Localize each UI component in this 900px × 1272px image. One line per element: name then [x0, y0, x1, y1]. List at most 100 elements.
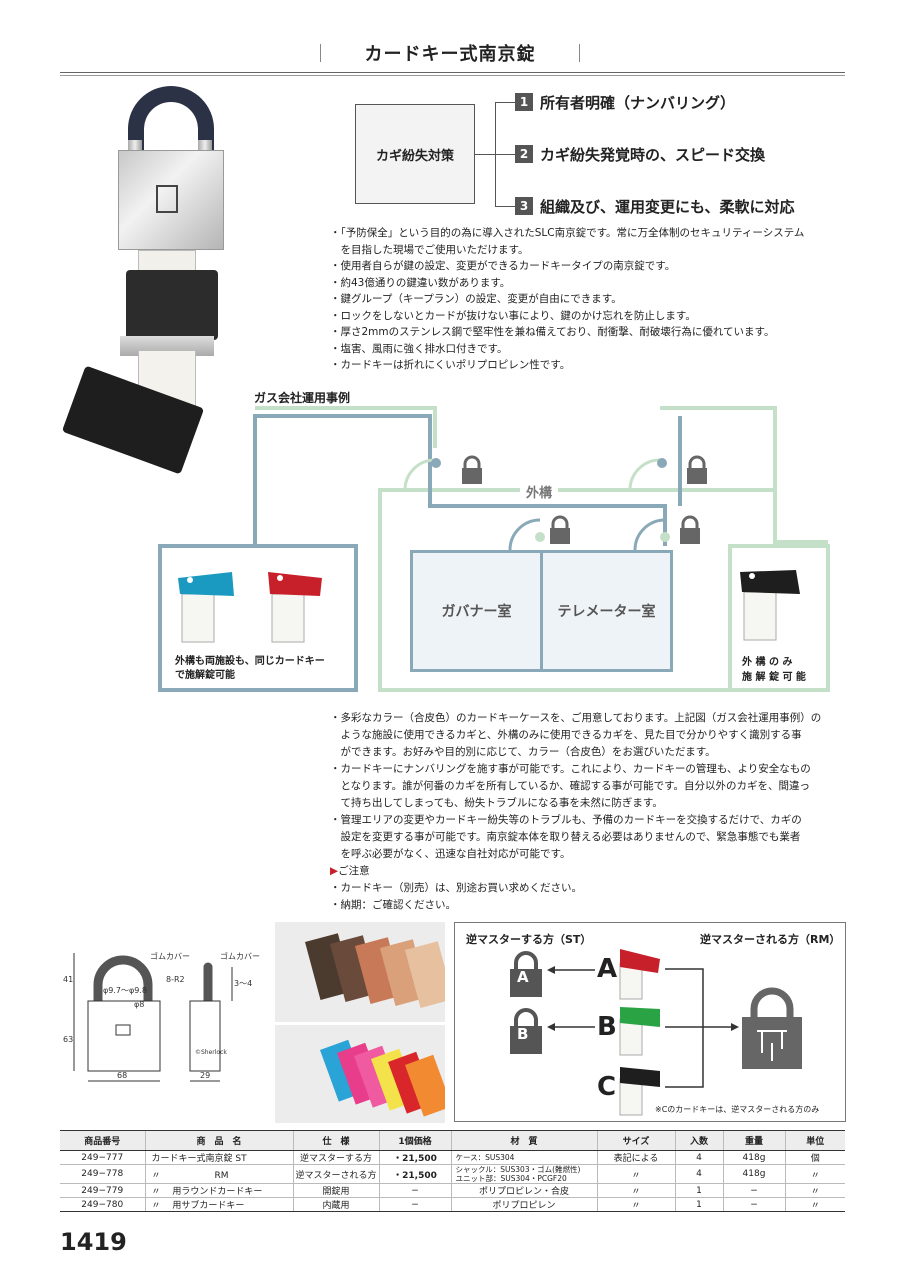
- rm-label: 逆マスターされる方（RM）: [700, 933, 841, 946]
- card-key-icon: [268, 572, 322, 643]
- right-caption-line: 外 構 の み: [742, 657, 793, 668]
- material-line: シャックル：SUS303・ゴム(難燃性): [455, 1165, 581, 1174]
- dim-width-29: 29: [200, 1071, 211, 1080]
- cell-weight: −: [722, 1197, 785, 1212]
- cell-spec: 逆マスターする方: [292, 1150, 379, 1165]
- dim-phi8: φ8: [134, 1000, 145, 1009]
- th-weight: 重量: [722, 1130, 785, 1151]
- left-caption-line: で施解錠可能: [175, 670, 235, 681]
- room-telemeter: テレメーター室: [540, 550, 673, 672]
- cell-material: ケース：SUS304: [450, 1150, 597, 1165]
- door-hinge: [660, 532, 670, 542]
- triangle-icon: ▶: [330, 865, 339, 877]
- feature-line: ・鍵グループ（キープラン）の設定、変更が自由にできます。: [330, 293, 622, 305]
- cell-unit: 〃: [784, 1197, 845, 1212]
- dim-height-63: 63: [63, 1035, 74, 1044]
- padlock-icon: [510, 951, 542, 997]
- cell-name: 〃 用サブカードキー: [144, 1197, 293, 1212]
- padlock-icon: [742, 987, 802, 1069]
- table-row: 249−779 〃 用ラウンドカードキー 開錠用 − ポリプロピレン・合皮 〃 …: [60, 1183, 845, 1198]
- cell-code: 249−777: [60, 1150, 145, 1165]
- card-unit-image: [126, 270, 218, 340]
- door-hinge: [535, 532, 545, 542]
- card-key-icon: [619, 1067, 660, 1116]
- outer-label: 外構: [520, 482, 559, 501]
- feature-line: ・ロックをしないとカードが抜けない事により、鍵のかけ忘れを防止します。: [330, 309, 696, 322]
- cell-qty: 1: [674, 1183, 723, 1198]
- notes-heading: ▶ご注意: [330, 863, 821, 880]
- dim-radius: 8-R2: [166, 975, 185, 984]
- cell-spec: 開錠用: [292, 1183, 379, 1198]
- right-caption: 外 構 の み 施 解 錠 可 能: [742, 655, 806, 685]
- cell-weight: 418g: [722, 1150, 785, 1165]
- material-line: ユニット部：SUS304・PCGF20: [455, 1174, 567, 1183]
- cell-spec: 逆マスターされる方: [292, 1164, 379, 1184]
- page-number: 1419: [60, 1228, 127, 1256]
- key-a-letter: A: [597, 954, 618, 984]
- detail-line: 設定を変更する事が可能です。南京錠本体を取り替える必要はありませんので、緊急事態…: [330, 831, 801, 843]
- card-key-icon: [740, 570, 800, 641]
- detail-line: ような施設に使用できるカギと、外構のみに使用できるカギを、見た目で分かりやすく識…: [330, 729, 802, 741]
- room-governor: ガバナー室: [410, 550, 543, 672]
- cell-unit: 〃: [784, 1164, 845, 1184]
- detail-line: て持ち出してしまっても、紛失トラブルになる事を未然に防ぎます。: [330, 797, 663, 809]
- padlock-icon: [462, 455, 482, 484]
- feature-line: ・厚さ2mmのステンレス鋼で堅牢性を兼ね備えており、耐衝撃、耐破壊行為に優れてい…: [330, 326, 775, 338]
- key-b-letter: B: [597, 1012, 617, 1042]
- th-price: 1個価格: [378, 1130, 451, 1151]
- table-header-row: 商品番号 商 品 名 仕 様 1個価格 材 質 サイズ 入数 重量 単位: [60, 1130, 845, 1151]
- connector-line: [665, 968, 704, 1088]
- cell-size: 〃: [596, 1197, 675, 1212]
- cell-material: シャックル：SUS303・ゴム(難燃性)ユニット部：SUS304・PCGF20: [450, 1164, 597, 1184]
- countermeasure-box: カギ紛失対策: [355, 104, 475, 204]
- left-caption: 外構も両施設も、同じカードキー で施解錠可能: [175, 655, 325, 683]
- countermeasure-number-1: 1: [515, 93, 533, 111]
- diagram-title: ガス会社運用事例: [254, 391, 351, 405]
- padlock-icon: [550, 515, 570, 544]
- door-arc: [508, 518, 541, 551]
- detail-line: となります。誰が何番のカギを所有しているか、確認する事が可能です。自分以外のカギ…: [330, 780, 811, 792]
- cell-size: 表記による: [596, 1150, 675, 1165]
- dim-phi: φ9.7〜φ9.8: [103, 986, 147, 995]
- feature-line: ・カードキーは折れにくいポリプロピレン性です。: [330, 359, 571, 371]
- title-divider-left: [320, 44, 321, 62]
- arrow-icon: [731, 1023, 739, 1031]
- padlock-icon: [680, 515, 700, 544]
- color-card-photo-1: [275, 922, 445, 1022]
- arrow-icon: [547, 966, 555, 974]
- feature-line: ・約43億通りの鍵違い数があります。: [330, 276, 511, 289]
- dim-width-68: 68: [117, 1071, 128, 1080]
- left-caption-line: 外構も両施設も、同じカードキー: [175, 656, 325, 667]
- door-hinge: [431, 458, 441, 468]
- title-block: カードキー式南京錠: [320, 40, 580, 68]
- th-spec: 仕 様: [292, 1130, 379, 1151]
- card-key-icon: [178, 572, 234, 643]
- detail-line: ・管理エリアの変更やカードキー紛失等のトラブルも、予備のカードキーを交換するだけ…: [330, 814, 802, 826]
- th-material: 材 質: [450, 1130, 597, 1151]
- door-arc: [633, 518, 666, 551]
- header-rule: [60, 72, 845, 76]
- cell-price: ・21,500: [378, 1150, 451, 1165]
- cell-size: 〃: [596, 1164, 675, 1184]
- countermeasure-number-2: 2: [515, 145, 533, 163]
- arrow-icon: [547, 1023, 555, 1031]
- th-name: 商 品 名: [144, 1130, 293, 1151]
- padlock-icon: [687, 455, 707, 484]
- th-unit: 単位: [784, 1130, 845, 1151]
- cell-spec: 内蔵用: [292, 1197, 379, 1212]
- countermeasure-number-3: 3: [515, 197, 533, 215]
- cell-weight: −: [722, 1183, 785, 1198]
- lock-a-letter: A: [517, 968, 529, 986]
- front-logo: [115, 1024, 131, 1036]
- lock-b-letter: B: [517, 1025, 529, 1043]
- page-title: カードキー式南京錠: [364, 44, 536, 65]
- card-key-image: [405, 941, 445, 1008]
- feature-line: を目指した現場でご使用いただけます。: [330, 243, 529, 256]
- side-body: [189, 1000, 221, 1072]
- th-size: サイズ: [596, 1130, 675, 1151]
- cell-weight: 418g: [722, 1164, 785, 1184]
- padlock-icon: [510, 1008, 542, 1054]
- gum-cover-label-side: ゴムカバー: [220, 952, 260, 961]
- notes-heading-text: ご注意: [338, 865, 370, 877]
- st-label: 逆マスターする方（ST）: [466, 933, 592, 946]
